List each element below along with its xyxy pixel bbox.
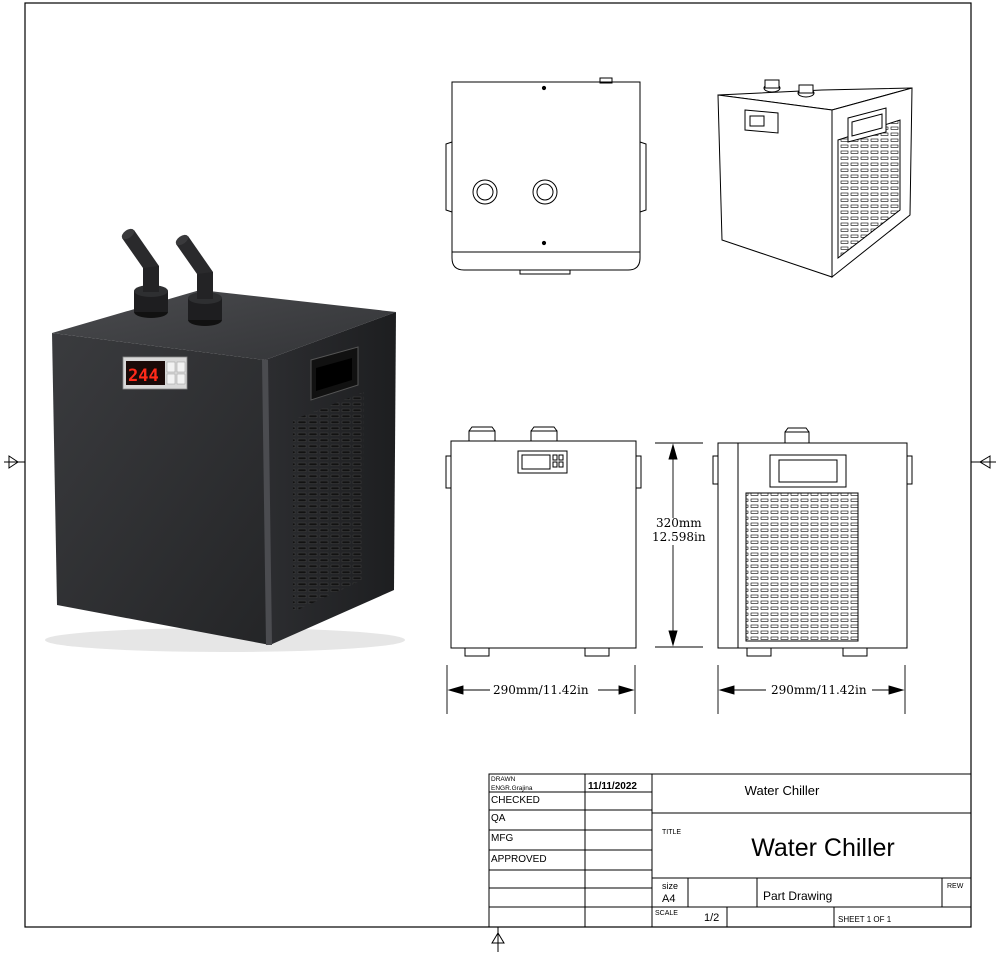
qa-label: QA bbox=[491, 813, 506, 824]
sheet-label: SHEET 1 OF 1 bbox=[838, 915, 892, 924]
dimension-height-in: 12.598in bbox=[652, 530, 706, 544]
dimension-lines bbox=[446, 442, 906, 714]
drawn-label: DRAWN bbox=[491, 776, 516, 783]
drawing-date: 11/11/2022 bbox=[588, 781, 637, 792]
engineer-name: ENGR.Grajina bbox=[491, 785, 533, 792]
title-label: TITLE bbox=[662, 829, 681, 836]
rev-label: REW bbox=[947, 883, 964, 890]
top-view bbox=[445, 77, 647, 275]
side-view bbox=[712, 427, 913, 657]
center-mark-left bbox=[4, 455, 25, 469]
chiller-product-render bbox=[45, 228, 405, 652]
part-drawing-label: Part Drawing bbox=[763, 889, 832, 903]
title-value: Water Chiller bbox=[751, 834, 895, 862]
title-block bbox=[488, 773, 972, 928]
dimension-width-side: 290mm/11.42in bbox=[771, 683, 867, 697]
scale-label: SCALE bbox=[655, 910, 678, 917]
checked-label: CHECKED bbox=[491, 795, 540, 806]
hose-fitting-left bbox=[121, 228, 168, 318]
dimension-width-front: 290mm/11.42in bbox=[493, 683, 589, 697]
hose-fitting-right bbox=[175, 234, 222, 326]
approved-label: APPROVED bbox=[491, 854, 547, 865]
size-label: size bbox=[662, 881, 678, 891]
mfg-label: MFG bbox=[491, 833, 513, 844]
center-mark-right bbox=[971, 455, 996, 469]
isometric-view bbox=[717, 79, 913, 279]
scale-value: 1/2 bbox=[704, 912, 719, 924]
center-mark-bottom bbox=[491, 927, 505, 952]
dimension-height-mm: 320mm bbox=[656, 516, 702, 530]
title-top: Water Chiller bbox=[745, 783, 820, 798]
size-value: A4 bbox=[662, 893, 675, 905]
front-view bbox=[445, 426, 642, 657]
display-reading: 244 bbox=[128, 366, 159, 386]
